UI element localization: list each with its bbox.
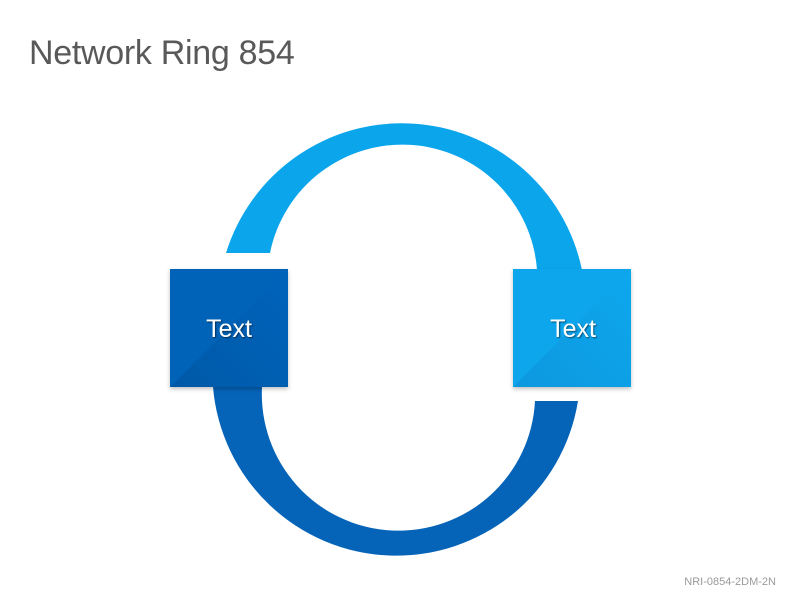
slide-code: NRI-0854-2DM-2N — [684, 576, 776, 588]
node-left — [170, 269, 288, 387]
slide-title: Network Ring 854 — [29, 34, 295, 72]
node-right-shade — [513, 269, 631, 387]
ring-arc-top — [226, 123, 582, 270]
node-right — [513, 269, 631, 387]
node-left-label: Text — [206, 315, 252, 343]
node-left-shade — [170, 269, 288, 387]
ring-arc-bottom — [213, 387, 578, 556]
node-right-label: Text — [550, 315, 596, 343]
